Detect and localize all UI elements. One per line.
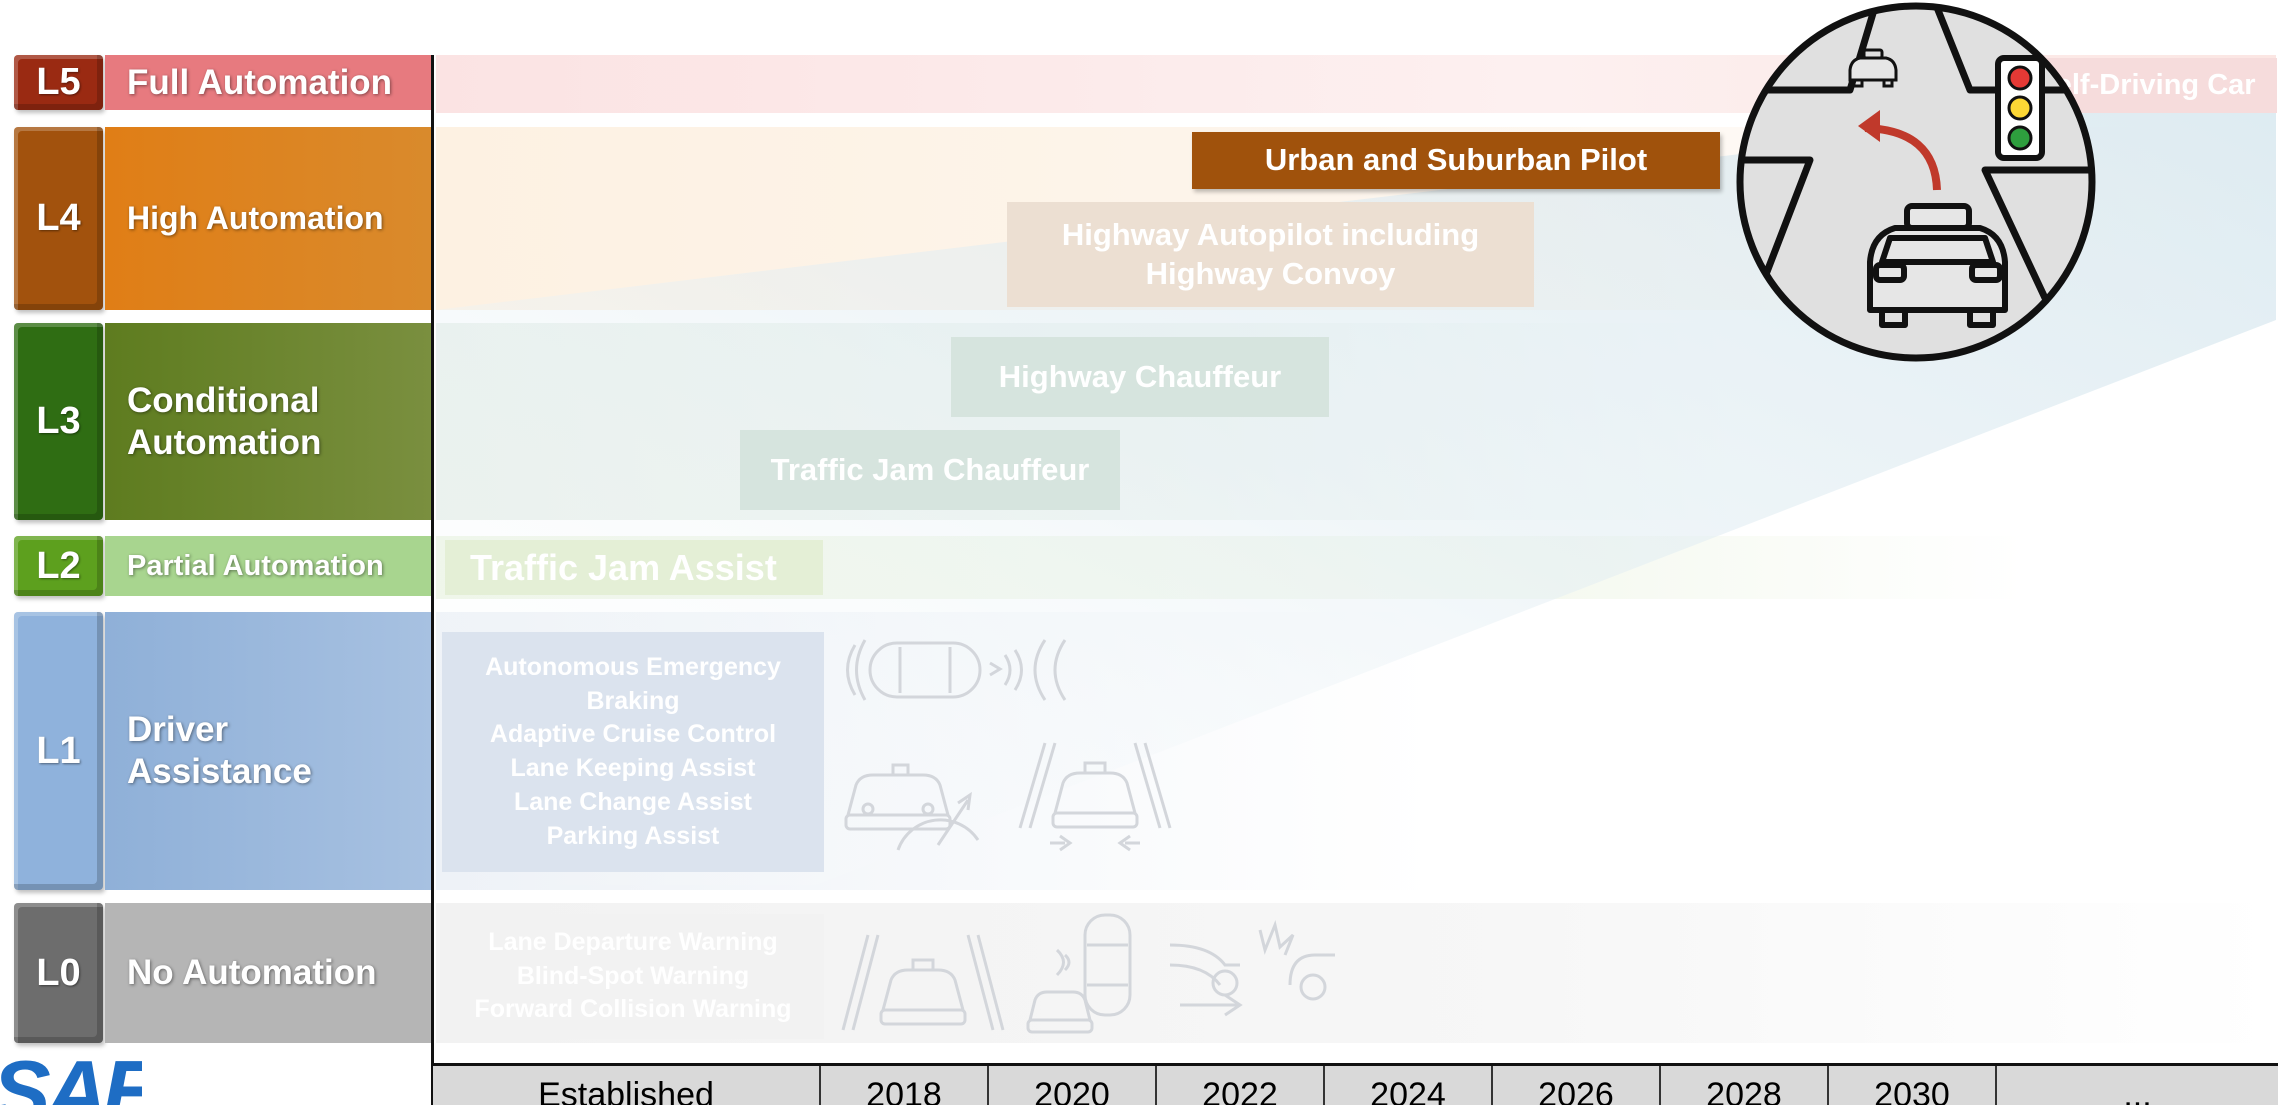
timeline-label: 2020 (1034, 1076, 1110, 1105)
l1-feature-4: Lane Keeping Assist (510, 754, 756, 782)
timeline-label: 2018 (866, 1076, 942, 1105)
feature-traffic-jam-assist: Traffic Jam Assist (445, 540, 823, 595)
timeline-2026: 2026 (1493, 1066, 1661, 1105)
timeline-label: 2022 (1202, 1076, 1278, 1105)
timeline-2018: 2018 (821, 1066, 989, 1105)
timeline-label: 2030 (1874, 1076, 1950, 1105)
timeline-label: 2026 (1538, 1076, 1614, 1105)
lane-keeping-car-icon (1018, 742, 1172, 852)
feature-list-l0: Lane Departure Warning Blind-Spot Warnin… (442, 914, 824, 1039)
timeline-2028: 2028 (1661, 1066, 1829, 1105)
level-name-l5: Full Automation (105, 55, 431, 110)
timeline-2024: 2024 (1325, 1066, 1493, 1105)
aeb-car-icon (846, 639, 1067, 701)
level-name-l2: Partial Automation (105, 536, 431, 596)
timeline-label: Established (538, 1076, 714, 1105)
feature-traffic-jam-chauffeur: Traffic Jam Chauffeur (740, 430, 1120, 510)
acc-car-icon (844, 763, 980, 851)
level-name-l1-line2: Assistance (127, 752, 312, 791)
timeline-axis: Established 2018 2020 2022 2024 2026 202… (433, 1063, 2278, 1105)
timeline-2022: 2022 (1157, 1066, 1325, 1105)
feature-highway-chauffeur: Highway Chauffeur (951, 337, 1329, 417)
blind-spot-car-icon (1026, 913, 1132, 1034)
collision-warning-car-icon (1169, 919, 1335, 1017)
level-name-l3-line1: Conditional (127, 380, 320, 420)
level-name-l3: Conditional Automation (105, 323, 431, 520)
timeline-2020: 2020 (989, 1066, 1157, 1105)
self-driving-car-badge-icon (1736, 2, 2096, 362)
l1-feature-2: Braking (586, 686, 680, 715)
timeline-ellipsis: ... (1997, 1066, 2278, 1105)
timeline-2030: 2030 (1829, 1066, 1997, 1105)
l0-feature-1: Lane Departure Warning (488, 927, 778, 956)
feature-urban-suburban-pilot: Urban and Suburban Pilot (1192, 132, 1720, 189)
sae-logo: SAE (0, 1052, 142, 1105)
level-name-l3-line2: Automation (127, 422, 322, 462)
level-code-l0: L0 (14, 903, 103, 1043)
feature-highway-autopilot-line2: Highway Convoy (1145, 255, 1396, 291)
level-code-l1: L1 (14, 612, 103, 890)
level-code-l4: L4 (14, 127, 103, 310)
l1-feature-1: Autonomous Emergency (485, 652, 781, 681)
l0-feature-3: Forward Collision Warning (474, 995, 792, 1024)
l1-feature-5: Lane Change Assist (513, 787, 753, 816)
vertical-axis-line (431, 55, 434, 1105)
lane-departure-car-icon (841, 934, 1005, 1031)
timeline-label: 2024 (1370, 1076, 1446, 1105)
l0-feature-2: Blind-Spot Warning (516, 961, 750, 990)
level-name-l4: High Automation (105, 127, 431, 310)
level-name-l1: Driver Assistance (105, 612, 431, 890)
timeline-label: ... (2123, 1076, 2152, 1105)
feature-highway-autopilot-line1: Highway Autopilot including (1061, 216, 1480, 252)
timeline-label: 2028 (1706, 1076, 1782, 1105)
traffic-light-icon (1995, 55, 2045, 161)
level-code-l2: L2 (14, 536, 103, 596)
sae-logo-text: SAE (0, 1052, 142, 1105)
level-name-l1-line1: Driver (127, 710, 229, 749)
feature-highway-autopilot: Highway Autopilot including Highway Conv… (1007, 202, 1534, 307)
level-code-l5: L5 (14, 55, 103, 110)
timeline-established: Established (433, 1066, 821, 1105)
l1-feature-6: Parking Assist (546, 821, 720, 850)
level-code-l3: L3 (14, 323, 103, 520)
l1-feature-3: Adaptive Cruise Control (489, 720, 777, 749)
feature-list-l1: Autonomous Emergency Braking Adaptive Cr… (442, 632, 824, 872)
level-name-l0: No Automation (105, 903, 431, 1043)
